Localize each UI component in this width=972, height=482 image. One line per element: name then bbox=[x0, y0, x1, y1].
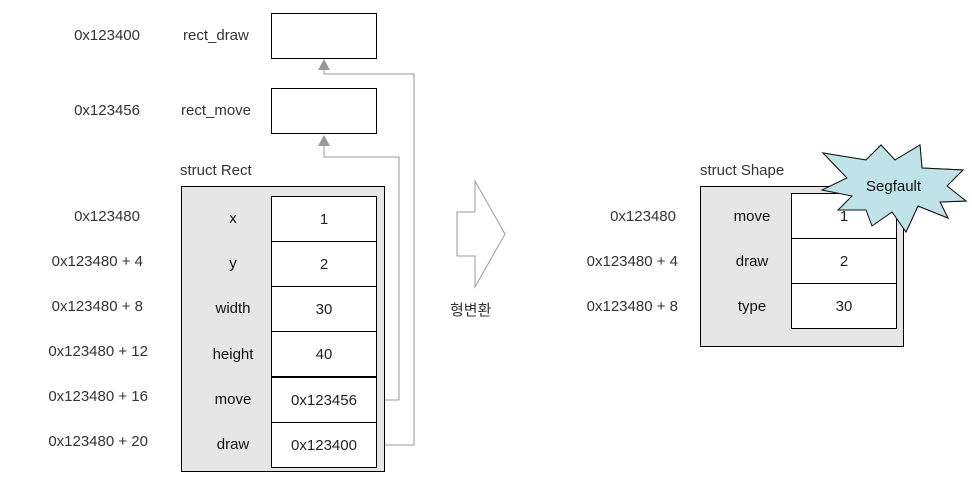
rect-field-value: 0x123400 bbox=[271, 422, 377, 468]
move-pointer-line bbox=[323, 144, 400, 401]
rect-field-label: y bbox=[229, 255, 237, 272]
cast-arrow bbox=[456, 179, 506, 289]
shape-field-address: 0x123480 + 8 bbox=[586, 298, 678, 315]
shape-field-label: move bbox=[733, 208, 771, 225]
shape-field-address: 0x123480 + 4 bbox=[586, 253, 678, 270]
rect-draw-box bbox=[271, 13, 377, 59]
rect-field-value: 0x123456 bbox=[271, 377, 377, 423]
shape-field-value: 1 bbox=[791, 193, 897, 239]
rect-field-address: 0x123480 + 20 bbox=[48, 433, 148, 450]
draw-pointer-line bbox=[323, 68, 415, 446]
draw-pointer-arrowhead bbox=[318, 59, 330, 70]
rect-field-value: 40 bbox=[271, 331, 377, 377]
rect-field-value: 2 bbox=[271, 241, 377, 287]
move-pointer-arrowhead bbox=[318, 135, 330, 146]
rect-field-label: move bbox=[214, 391, 252, 408]
rect-field-value: 1 bbox=[271, 196, 377, 242]
rect-struct-title: struct Rect bbox=[180, 162, 252, 179]
cast-label: 형변환 bbox=[450, 302, 492, 319]
shape-field-address: 0x123480 bbox=[610, 208, 676, 225]
rect-field-address: 0x123480 + 8 bbox=[51, 298, 143, 315]
rect-field-label: draw bbox=[216, 436, 250, 453]
rect-field-label: height bbox=[212, 346, 254, 363]
rect-field-address: 0x123480 bbox=[74, 208, 140, 225]
rect-draw-address: 0x123400 bbox=[74, 27, 140, 44]
rect-field-address: 0x123480 + 16 bbox=[48, 388, 148, 405]
rect-move-box bbox=[271, 88, 377, 134]
shape-field-label: draw bbox=[735, 253, 769, 270]
rect-field-address: 0x123480 + 4 bbox=[51, 253, 143, 270]
rect-move-address: 0x123456 bbox=[74, 102, 140, 119]
rect-field-label: x bbox=[229, 210, 237, 227]
shape-field-value: 2 bbox=[791, 238, 897, 284]
segfault-label: Segfault bbox=[866, 178, 922, 195]
rect-field-address: 0x123480 + 12 bbox=[48, 343, 148, 360]
rect-draw-label: rect_draw bbox=[183, 27, 249, 44]
rect-field-label: width bbox=[215, 300, 251, 317]
rect-field-value: 30 bbox=[271, 286, 377, 332]
rect-move-label: rect_move bbox=[181, 102, 252, 119]
shape-struct-title: struct Shape bbox=[700, 162, 785, 179]
shape-field-label: type bbox=[737, 298, 767, 315]
shape-field-value: 30 bbox=[791, 283, 897, 329]
